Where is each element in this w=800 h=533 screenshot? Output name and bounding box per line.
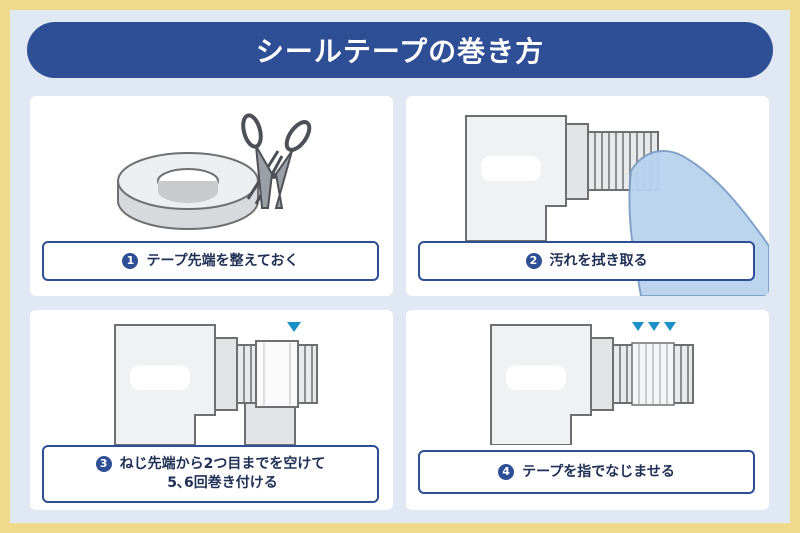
arrow-down-icon [632, 322, 676, 331]
step-card-1: 1 テープ先端を整えておく [30, 96, 393, 296]
step-caption-3: 3 ねじ先端から2つ目までを空けて 5､6回巻き付ける [42, 445, 379, 503]
tape-and-scissors-illustration [117, 113, 312, 230]
tape-roll-icon [117, 152, 259, 230]
step-caption-1: 1 テープ先端を整えておく [42, 241, 379, 281]
step-number-4: 4 [498, 464, 515, 480]
arrow-down-icon [287, 322, 301, 332]
pipe-fitting-icon [114, 324, 318, 445]
step-card-3: 3 ねじ先端から2つ目までを空けて 5､6回巻き付ける [30, 310, 393, 510]
pipe-fitting-icon [490, 324, 694, 445]
step-text-2: 汚れを拭き取る [549, 252, 648, 269]
tape-wrap-illustration [114, 322, 318, 445]
step-text-3: ねじ先端から2つ目までを空けて 5､6回巻き付ける [119, 456, 326, 491]
scissors-icon [241, 113, 312, 209]
step-caption-4: 4 テープを指でなじませる [418, 450, 755, 494]
page-title: シールテープの巻き方 [27, 22, 773, 78]
step-caption-2: 2 汚れを拭き取る [418, 241, 755, 281]
step-number-1: 1 [122, 253, 139, 269]
step-text-4: テープを指でなじませる [522, 463, 675, 480]
pipe-fitting-icon [465, 115, 659, 242]
tape-press-illustration [490, 322, 694, 445]
step-text-1: テープ先端を整えておく [146, 252, 299, 269]
step-number-3: 3 [95, 456, 112, 472]
step-card-4: 4 テープを指でなじませる [406, 310, 769, 510]
step-card-2: 2 汚れを拭き取る [406, 96, 769, 296]
step-number-2: 2 [525, 253, 542, 269]
